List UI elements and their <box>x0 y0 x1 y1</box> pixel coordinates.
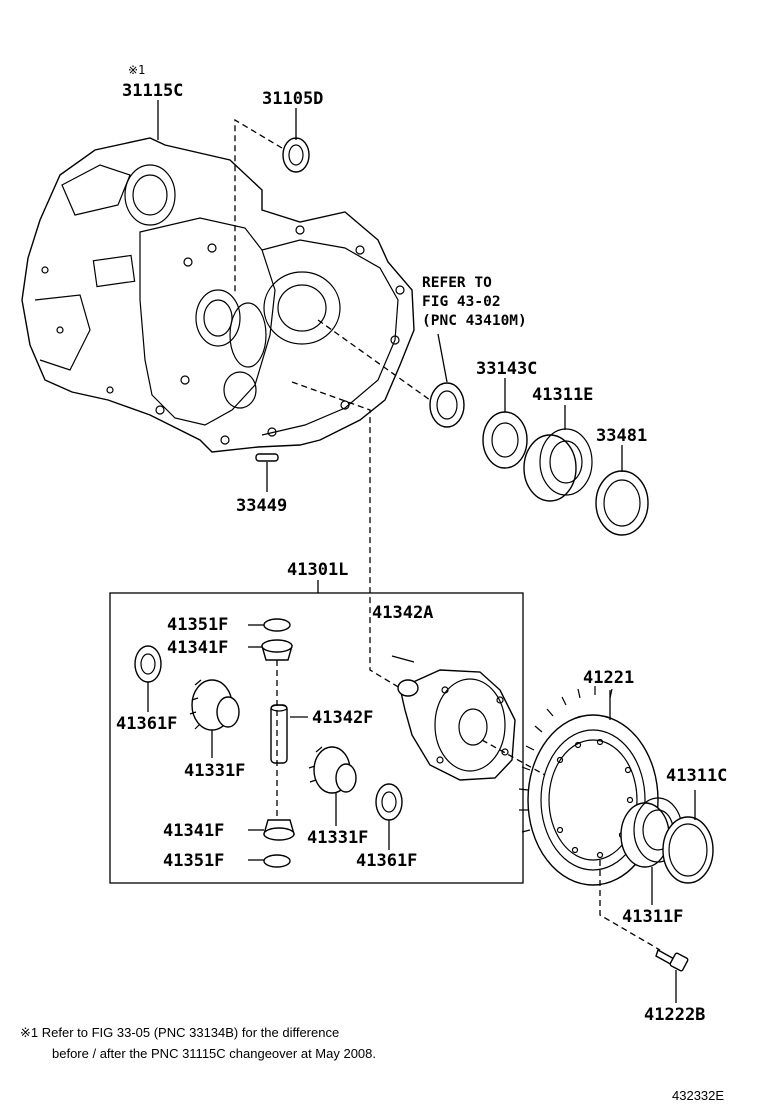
part-label-33143C[interactable]: 33143C <box>476 359 537 379</box>
oil-seal-illustration <box>429 382 465 428</box>
oil-seal-31105D-illustration <box>282 137 310 173</box>
differential-assembly-box <box>109 592 524 884</box>
part-label-41311C[interactable]: 41311C <box>666 766 727 786</box>
bolt-41222B-illustration <box>655 948 689 972</box>
pin-41342A-illustration <box>391 655 415 663</box>
part-label-41221[interactable]: 41221 <box>583 668 634 688</box>
washer-41351F-bottom-illustration <box>263 854 291 868</box>
footnote-line-1: ※1 Refer to FIG 33-05 (PNC 33134B) for t… <box>20 1025 339 1040</box>
part-label-41351F-bottom[interactable]: 41351F <box>163 851 224 871</box>
part-label-41342F[interactable]: 41342F <box>312 708 373 728</box>
part-label-33481[interactable]: 33481 <box>596 426 647 446</box>
part-label-41311F[interactable]: 41311F <box>622 907 683 927</box>
shim-33481-illustration <box>595 470 649 536</box>
part-label-41331F-right[interactable]: 41331F <box>307 828 368 848</box>
leader-lines <box>147 100 696 1003</box>
washer-41351F-top-illustration <box>263 618 291 632</box>
pinion-41341F-top-illustration <box>261 639 293 661</box>
side-gear-41331F-left-illustration <box>189 679 240 731</box>
note-marker-label: ※1 <box>128 63 145 77</box>
washer-41361F-left-illustration <box>134 645 162 683</box>
footnote-line-2: before / after the PNC 31115C changeover… <box>52 1046 376 1061</box>
part-label-41331F-left[interactable]: 41331F <box>184 761 245 781</box>
pin-33449-illustration <box>255 453 279 462</box>
part-label-31115C[interactable]: 31115C <box>122 81 183 101</box>
transaxle-case-illustration <box>21 137 415 453</box>
diagram-id: 432332E <box>672 1088 724 1103</box>
part-label-41311E[interactable]: 41311E <box>532 385 593 405</box>
part-label-41301L[interactable]: 41301L <box>287 560 348 580</box>
bearing-33143C-illustration <box>482 411 528 469</box>
part-label-31105D[interactable]: 31105D <box>262 89 323 109</box>
part-label-41342A[interactable]: 41342A <box>372 603 433 623</box>
part-label-41341F-top[interactable]: 41341F <box>167 638 228 658</box>
pinion-41341F-bottom-illustration <box>263 819 295 841</box>
refer-to-line-2[interactable]: FIG 43-02 <box>422 294 501 310</box>
part-label-41361F-left[interactable]: 41361F <box>116 714 177 734</box>
part-label-41351F-top[interactable]: 41351F <box>167 615 228 635</box>
part-label-41361F-right[interactable]: 41361F <box>356 851 417 871</box>
refer-to-line-1: REFER TO <box>422 275 492 291</box>
part-label-41341F-bottom[interactable]: 41341F <box>163 821 224 841</box>
differential-case-illustration <box>397 669 516 781</box>
dashed-assembly-lines <box>234 118 661 951</box>
refer-to-line-3[interactable]: (PNC 43410M) <box>422 313 527 329</box>
part-label-41222B[interactable]: 41222B <box>644 1005 705 1025</box>
side-gear-41331F-right-illustration <box>308 746 357 794</box>
bearing-41311E-illustration <box>523 428 593 502</box>
race-41311C-illustration <box>662 816 714 884</box>
pinion-shaft-41342F-illustration <box>270 704 288 764</box>
washer-41361F-right-illustration <box>375 783 403 821</box>
part-label-33449[interactable]: 33449 <box>236 496 287 516</box>
